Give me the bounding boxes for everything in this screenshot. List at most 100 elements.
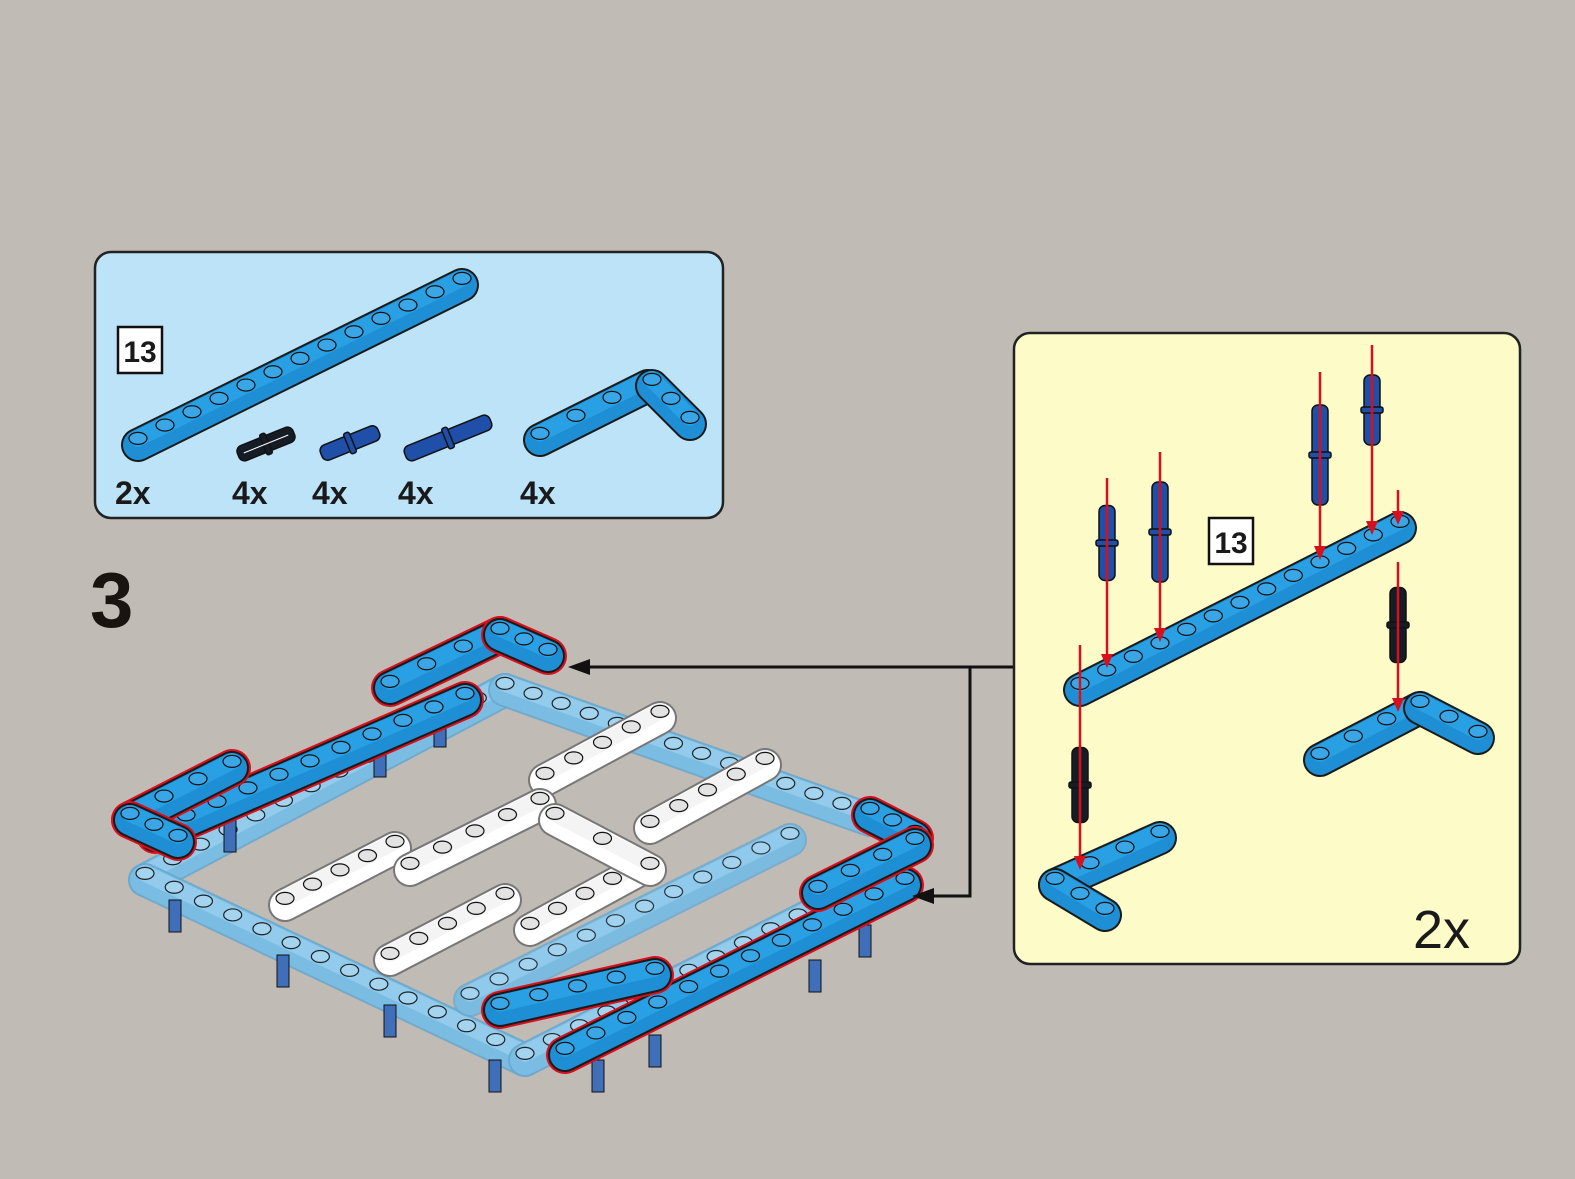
- beam-hole: [515, 1046, 535, 1061]
- white-beam: [633, 748, 782, 845]
- beam-13-part: [121, 268, 479, 462]
- beam-hole: [486, 1032, 506, 1047]
- beam-hole: [740, 949, 761, 963]
- beam-hole: [547, 901, 568, 916]
- connector-pin-leg: [276, 954, 290, 988]
- beam-hole: [417, 657, 437, 671]
- connector-pin-leg: [648, 1034, 662, 1068]
- pin-collar: [342, 431, 358, 455]
- beam-hole: [490, 996, 510, 1011]
- beam-hole: [882, 813, 903, 827]
- subassembly-beam-label: 13: [1214, 527, 1247, 560]
- beam-hole: [634, 899, 655, 913]
- beam-hole: [409, 931, 429, 946]
- beam-hole: [344, 325, 364, 339]
- connector-pin-leg: [808, 959, 822, 993]
- beam-hole: [606, 970, 626, 984]
- beam-hole: [873, 847, 893, 862]
- beam-hole: [453, 639, 473, 653]
- beam-hole: [661, 391, 681, 405]
- white-beam: [373, 883, 522, 977]
- beam-hole: [455, 686, 475, 701]
- beam-hole: [465, 824, 485, 838]
- beam-hole: [380, 946, 400, 961]
- base-frame-beam: [453, 823, 807, 1017]
- beam-hole: [497, 808, 518, 822]
- beam-hole: [895, 871, 915, 886]
- connector-pin-leg: [383, 1004, 397, 1038]
- beam-hole: [424, 700, 444, 714]
- beam-hole: [602, 871, 623, 886]
- connector-pin-leg: [488, 1059, 502, 1093]
- beam-hole: [275, 891, 295, 906]
- beam-hole: [238, 781, 258, 795]
- arrow-head: [1392, 511, 1404, 525]
- beam-hole: [833, 902, 853, 916]
- beam-hole: [1045, 871, 1065, 886]
- connector-pin-leg: [591, 1059, 605, 1093]
- beam-hole: [371, 311, 391, 325]
- red-insert-arrow: [1392, 562, 1404, 712]
- beam-hole: [393, 713, 413, 728]
- beam-hole: [545, 806, 565, 821]
- beam-hole: [490, 621, 510, 636]
- beam-hole: [780, 826, 800, 841]
- white-beam: [528, 701, 677, 797]
- beam-hole: [281, 936, 301, 950]
- beam-hole: [302, 877, 323, 891]
- beam-hole: [300, 754, 320, 768]
- subassembly-illustration: [1038, 345, 1495, 932]
- beam-hole: [168, 828, 188, 843]
- step-number: 3: [90, 556, 133, 644]
- beam-hole: [551, 696, 571, 711]
- black-friction-pin-part: [236, 426, 296, 462]
- beam-hole: [802, 918, 822, 932]
- beam-hole: [269, 767, 289, 782]
- beam-hole: [621, 720, 641, 734]
- beam-hole: [605, 914, 626, 928]
- parts-illustrations: [121, 268, 707, 462]
- qty-black-pin: 4x: [232, 475, 268, 511]
- beam-hole: [567, 979, 588, 993]
- beam-hole: [680, 410, 700, 424]
- beam-hole: [722, 855, 742, 870]
- beam-hole: [592, 735, 613, 750]
- arrow-head: [1101, 654, 1113, 668]
- beam-hole: [905, 831, 925, 846]
- beam-hole: [642, 372, 662, 386]
- beam-hole: [693, 870, 713, 884]
- beam-hole: [648, 995, 668, 1009]
- beam-hole: [400, 856, 420, 871]
- beam-hole: [1095, 901, 1115, 916]
- beam-hole: [832, 796, 852, 811]
- beam-hole: [771, 933, 791, 947]
- beam-hole: [310, 949, 330, 964]
- blue-axle-pin-part: [319, 425, 381, 461]
- beam-hole: [691, 746, 712, 761]
- beam-hole: [362, 727, 382, 741]
- beam-hole: [154, 789, 174, 803]
- beam-hole: [1377, 712, 1397, 726]
- red-insert-arrow: [1074, 645, 1086, 870]
- beam-hole: [222, 754, 242, 769]
- beam-hole: [586, 1026, 606, 1040]
- qty-blue-long-pin: 4x: [398, 475, 434, 511]
- beam-hole: [385, 834, 405, 849]
- red-insert-arrow: [1392, 490, 1404, 525]
- beam-length-label: 13: [123, 336, 156, 369]
- beam-hole: [209, 391, 229, 405]
- white-beam: [393, 788, 557, 887]
- beam-hole: [751, 841, 771, 855]
- beam-hole: [840, 863, 860, 878]
- beam-hole: [530, 791, 550, 806]
- beam-top: [531, 371, 657, 442]
- beam-hole: [144, 817, 164, 832]
- beam-hole: [697, 783, 718, 797]
- beam-hole: [193, 894, 214, 908]
- beam-hole: [1123, 649, 1143, 664]
- beam-hole: [864, 887, 884, 901]
- beam-hole: [452, 271, 472, 285]
- beam-top: [1046, 823, 1169, 887]
- beam-hole: [1310, 746, 1330, 761]
